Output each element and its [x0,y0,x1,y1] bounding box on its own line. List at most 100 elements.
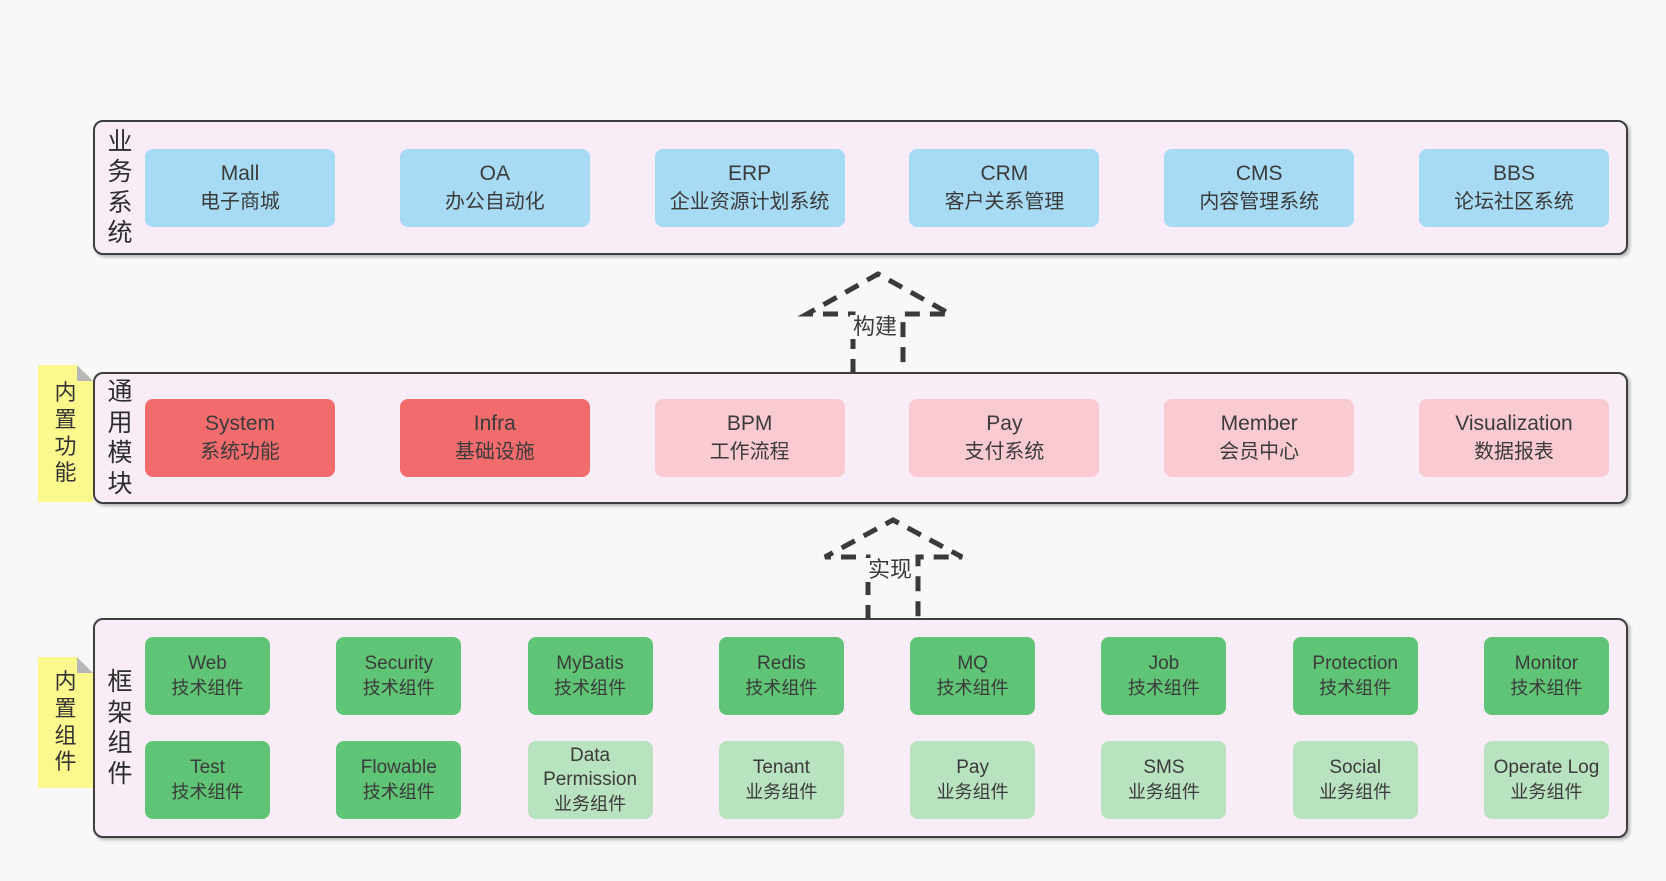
band-label-business-systems: 业务系统 [95,122,145,253]
module-box-title: CMS [1235,161,1283,185]
module-box-subtitle: 技术组件 [1319,678,1392,698]
module-box-title: Social [1329,757,1382,778]
module-box-subtitle: 技术组件 [553,678,627,698]
module-box-subtitle: 技术组件 [362,782,435,802]
module-box-cms: CMS 内容管理系统 [1164,148,1355,227]
module-box-title: MyBatis [556,653,624,674]
module-box-subtitle: 技术组件 [171,782,244,802]
module-box-subtitle: 业务组件 [1510,782,1583,802]
band-label-text: 通用模块 [107,378,133,498]
module-box-subtitle: 业务组件 [1319,782,1392,802]
module-box-sms: SMS 业务组件 [1101,741,1227,819]
sticky-note-built-in-components: 内置组件 [38,657,93,788]
module-box-security: Security 技术组件 [336,637,462,715]
sticky-note-text: 内置功能 [54,379,77,486]
module-box-web: Web 技术组件 [145,637,270,715]
module-box-subtitle: 论坛社区系统 [1454,190,1574,213]
module-box-infra: Infra 基础设施 [399,399,590,477]
module-box-subtitle: 技术组件 [936,678,1009,698]
module-box-subtitle: 工作流程 [709,441,790,463]
module-box-member: Member 会员中心 [1164,399,1355,477]
module-box-pay: Pay 支付系统 [909,399,1100,477]
module-box-title: Mall [220,161,260,185]
module-box-title: System [204,412,275,435]
module-box-title: Test [190,757,225,778]
module-box-subtitle: 业务组件 [553,794,627,814]
band-label-framework-components: 框架组件 [95,620,145,836]
module-box-title: BPM [726,412,773,435]
module-box-title: Tenant [752,757,810,778]
sticky-note-built-in-features: 内置功能 [38,365,93,502]
module-box-subtitle: 技术组件 [171,678,244,698]
module-box-subtitle: 支付系统 [964,441,1045,463]
band-label-text: 业务系统 [107,127,133,248]
module-box-title: ERP [728,161,772,185]
module-box-crm: CRM 客户关系管理 [909,148,1100,227]
module-box-title: Pay [986,412,1023,435]
module-box-subtitle: 技术组件 [1127,678,1200,698]
module-box-subtitle: 技术组件 [362,678,435,698]
module-box-subtitle: 基础设施 [454,441,535,463]
module-box-title: Infra [473,412,516,435]
module-box-title: OA [479,161,510,185]
arrow-label-implement: 实现 [865,557,916,583]
module-box-subtitle: 技术组件 [745,678,818,698]
module-box-title: Monitor [1514,653,1579,674]
module-box-title: Member [1220,412,1298,435]
band-label-text: 框架组件 [107,668,133,788]
module-box-flowable: Flowable 技术组件 [336,741,462,819]
module-box-title: SMS [1143,757,1185,778]
module-box-data-permission: Data Permission 业务组件 [527,741,653,819]
module-box-subtitle: 业务组件 [1127,782,1200,802]
module-box-mybatis: MyBatis 技术组件 [527,637,653,715]
module-box-title: Job [1148,653,1180,674]
module-box-title: Flowable [360,757,437,778]
module-box-subtitle: 业务组件 [745,782,818,802]
sticky-note-text: 内置组件 [54,668,77,775]
module-box-social: Social 业务组件 [1292,741,1418,819]
module-box-subtitle: 内容管理系统 [1199,190,1319,213]
module-box-subtitle: 系统功能 [200,441,280,463]
module-box-job: Job 技术组件 [1101,637,1227,715]
module-box-test: Test 技术组件 [145,741,270,819]
module-box-title: Redis [757,653,806,674]
module-box-title: Visualization [1455,412,1573,435]
module-box-title: CRM [980,161,1029,185]
module-box-tenant: Tenant 业务组件 [718,741,844,819]
module-box-erp: ERP 企业资源计划系统 [654,148,845,227]
module-box-protection: Protection 技术组件 [1292,637,1418,715]
dashed-up-arrow-build [797,271,960,374]
module-box-pay: Pay 业务组件 [910,741,1036,819]
arrow-label-build: 构建 [850,314,901,340]
module-box-title: Protection [1312,653,1398,674]
common-modules-boxes: System 系统功能 Infra 基础设施 BPM 工作流程 Pay 支付系统 Member 会… [145,374,1626,502]
module-box-title: Data Permission [543,745,638,790]
band-common-modules: 通用模块 System 系统功能 Infra 基础设施 BPM 工作流程 Pay 支付系统 Me… [93,372,1628,504]
module-box-title: BBS [1492,161,1535,185]
module-box-bpm: BPM 工作流程 [654,399,845,477]
module-box-subtitle: 会员中心 [1219,441,1300,463]
module-box-subtitle: 业务组件 [936,782,1009,802]
module-box-system: System 系统功能 [145,399,335,477]
module-box-bbs: BBS 论坛社区系统 [1418,148,1609,227]
module-box-subtitle: 企业资源计划系统 [669,190,830,213]
module-box-title: Web [188,653,227,674]
module-box-redis: Redis 技术组件 [718,637,844,715]
module-box-title: Pay [956,757,989,778]
dashed-arrow-shape [823,517,964,620]
module-box-subtitle: 客户关系管理 [944,190,1065,213]
module-box-title: Security [364,653,434,674]
dashed-arrow-shape [797,271,960,374]
